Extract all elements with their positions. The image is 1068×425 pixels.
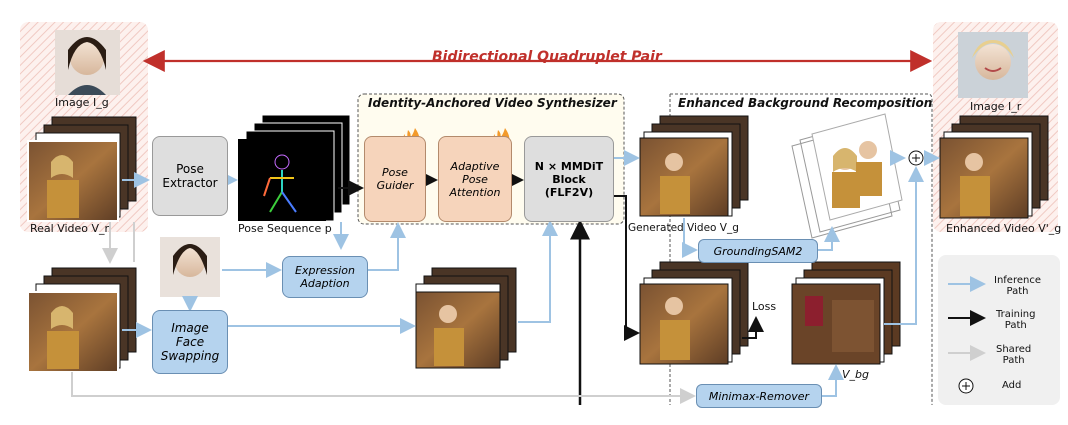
background-recomp-title: Enhanced Background Recomposition bbox=[678, 96, 933, 110]
quadruplet-title: Bidirectional Quadruplet Pair bbox=[432, 49, 662, 65]
real-video-stack bbox=[27, 116, 137, 222]
adaptive-pose-attention-box: Adaptive Pose Attention bbox=[438, 136, 512, 222]
pose-sequence-label: Pose Sequence p bbox=[238, 222, 332, 235]
background-recomp-panel bbox=[670, 93, 933, 405]
real-video-label: Real Video V_r bbox=[30, 222, 110, 235]
generated-video-label: Generated Video V_g bbox=[628, 222, 739, 234]
image-r-label: Image I_r bbox=[970, 100, 1022, 113]
enhanced-video-stack bbox=[939, 115, 1049, 219]
legend-add: Add bbox=[1002, 380, 1022, 391]
pose-sequence-stack bbox=[238, 114, 351, 222]
mmdit-block-box: N × MMDiT Block (FLF2V) bbox=[524, 136, 614, 222]
minimax-remover-box: Minimax-Remover bbox=[696, 384, 822, 408]
generated-video-stack bbox=[639, 115, 749, 217]
pose-extractor-box: Pose Extractor bbox=[152, 136, 228, 216]
swap-video-stack bbox=[27, 267, 137, 373]
legend-inference: Inference Path bbox=[994, 275, 1041, 297]
enhanced-video-label: Enhanced Video V'_g bbox=[946, 222, 1062, 235]
expression-adaption-box: Expression Adaption bbox=[282, 256, 368, 298]
background-stack bbox=[791, 261, 901, 365]
training-video-stack bbox=[639, 261, 749, 365]
image-face-swapping-box: Image Face Swapping bbox=[152, 310, 228, 374]
identity-synth-title: Identity-Anchored Video Synthesizer bbox=[368, 96, 617, 110]
legend-training: Training Path bbox=[996, 309, 1036, 331]
image-g-label: Image I_g bbox=[55, 96, 109, 109]
grounding-sam2-box: GroundingSAM2 bbox=[698, 239, 818, 263]
pose-guider-box: Pose Guider bbox=[364, 136, 426, 222]
segmented-person-stack bbox=[791, 113, 903, 239]
legend-panel bbox=[938, 255, 1060, 405]
loss-label: Loss bbox=[752, 300, 777, 313]
swapped-output-stack bbox=[415, 267, 517, 369]
legend-shared: Shared Path bbox=[996, 344, 1032, 366]
v-bg-label: V_bg bbox=[842, 368, 869, 381]
